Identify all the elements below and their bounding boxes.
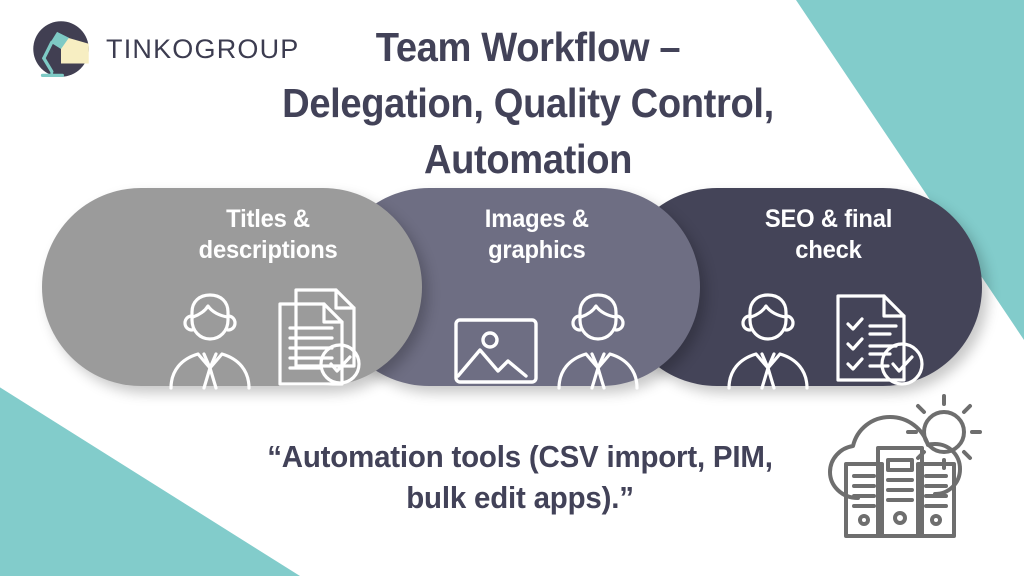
person-icon (557, 293, 639, 390)
quote-line-2: bulk edit apps).” (406, 480, 634, 516)
person-icon (727, 293, 809, 390)
workflow-stage-3-label-line-2: check (795, 235, 862, 264)
checklist-with-check-icon (836, 294, 924, 386)
workflow-stage-1-label-line-2: descriptions (198, 235, 338, 264)
workflow-stage-3-label-line-1: SEO & final (764, 205, 893, 233)
workflow-stage-2-label: Images & graphics (339, 204, 691, 265)
workflow-stage-1-icons (162, 286, 370, 390)
workflow-stage-1-label: Titles & descriptions (52, 204, 413, 265)
page-title-line-3: Automation (423, 135, 633, 182)
page-title-line-2: Delegation, Quality Control, (282, 79, 774, 126)
cloud-server-gear-icon (812, 392, 990, 544)
workflow-stage-2-label-line-1: Images & (484, 205, 589, 233)
workflow-stage-3-label: SEO & final check (627, 204, 973, 265)
desk-lamp-circle-logo-icon (33, 21, 89, 78)
documents-with-check-icon (278, 288, 361, 386)
page-title: Team Workflow – Delegation, Quality Cont… (214, 20, 843, 187)
quote-text: “Automation tools (CSV import, PIM, bulk… (169, 436, 872, 518)
brand-wordmark: TINKOGROUP (106, 33, 300, 64)
quote-line-1: “Automation tools (CSV import, PIM, (267, 439, 773, 474)
workflow-stage-2-label-line-2: graphics (488, 235, 586, 264)
workflow-stage-titles-descriptions[interactable]: Titles & descriptions (42, 188, 422, 390)
workflow-stages: SEO & final check (0, 188, 1024, 390)
page-title-line-1: Team Workflow – (375, 24, 681, 70)
workflow-stage-3-icons (720, 286, 928, 390)
workflow-stage-1-label-line-1: Titles & (226, 205, 311, 233)
picture-icon (454, 318, 538, 384)
person-icon (169, 293, 251, 390)
brand-logo: TINKOGROUP (28, 16, 300, 82)
workflow-stage-2-icons (450, 286, 646, 390)
